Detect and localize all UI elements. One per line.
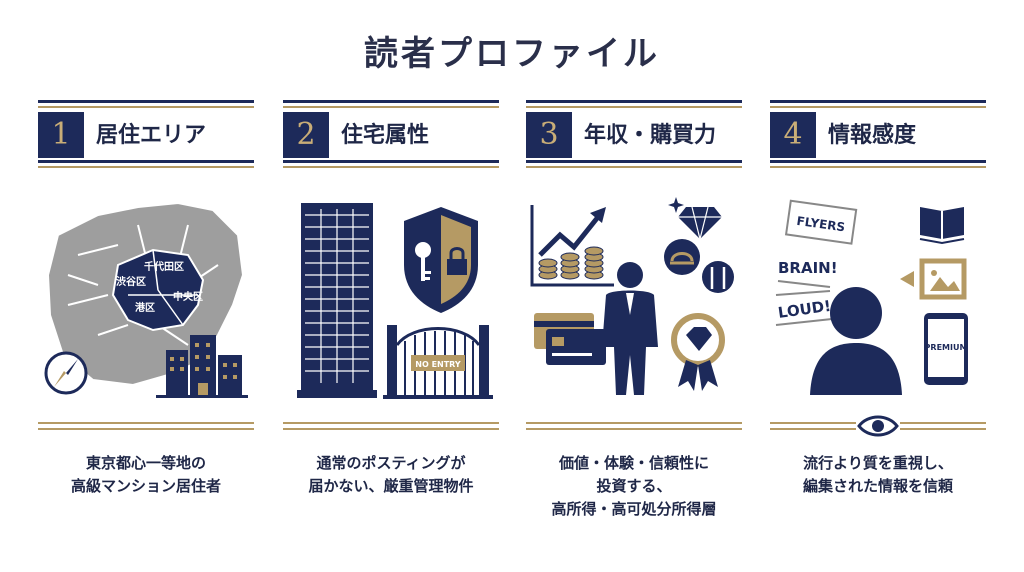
header-rule (770, 160, 986, 163)
reader-body (810, 343, 902, 395)
column-label: 情報感度 (828, 122, 917, 148)
person-head (617, 262, 643, 288)
description-line: 高所得・高可処分所得層 (551, 500, 717, 518)
header-rule-gold (38, 106, 254, 108)
divider (526, 428, 742, 430)
map-label: 中央区 (173, 290, 203, 303)
picture-frame-icon (919, 258, 967, 300)
column-header: 3 年収・購買力 (526, 112, 742, 158)
tower-mansion-icon: NO ENTRY (297, 203, 493, 399)
header-rule-gold (526, 106, 742, 108)
header-rule (526, 160, 742, 163)
chart-axis (530, 205, 614, 287)
column-header: 4 情報感度 (770, 112, 986, 158)
no-entry-text: NO ENTRY (415, 360, 461, 369)
no-entry-sign (411, 355, 465, 371)
column-number: 1 (38, 112, 84, 158)
header-rule (770, 100, 986, 103)
column-label: 居住エリア (96, 122, 207, 148)
column-description: 価値・体験・信頼性に 投資する、 高所得・高可処分所得層 (526, 452, 742, 521)
profile-column-income: 3 年収・購買力 (526, 100, 742, 560)
divider (38, 428, 254, 430)
profile-column-area: 1 居住エリア 千代田区 渋谷区 中央区 港区 (38, 100, 254, 560)
column-header: 1 居住エリア (38, 112, 254, 158)
column-number: 4 (770, 112, 816, 158)
description-line: 投資する、 (596, 477, 672, 495)
column-header: 2 住宅属性 (283, 112, 499, 158)
gate-icon (387, 325, 397, 399)
eye-icon (856, 412, 900, 440)
column-number: 3 (526, 112, 572, 158)
header-rule-gold (283, 166, 499, 168)
wealthy-person-icon (530, 197, 734, 395)
tokyo-map-icon: 千代田区 渋谷区 中央区 港区 (44, 201, 248, 398)
tablet-text: PREMIUM (925, 343, 968, 352)
header-rule-gold (770, 106, 986, 108)
padlock-icon (447, 259, 467, 275)
flyer-word: LOUD! (777, 297, 832, 322)
description-line: 高級マンション居住者 (70, 477, 221, 495)
profile-column-housing: 2 住宅属性 (283, 100, 499, 560)
column-description: 東京都心一等地の 高級マンション居住者 (38, 452, 254, 498)
description-line: 東京都心一等地の (85, 454, 206, 472)
header-rule-gold (526, 166, 742, 168)
column-label: 年収・購買力 (584, 122, 717, 148)
description-line: 届かない、厳重管理物件 (308, 477, 474, 495)
bell-speech-icon (664, 239, 700, 275)
header-rule-gold (283, 106, 499, 108)
header-rule (38, 160, 254, 163)
page-title: 読者プロファイル (364, 34, 660, 74)
divider (526, 422, 742, 424)
dining-icon (702, 261, 734, 293)
reader-silhouette-icon: FLYERS BRAIN! LOUD! PREMIUM (775, 199, 968, 395)
header-rule-gold (770, 166, 986, 168)
description-line: 通常のポスティングが (316, 454, 466, 472)
growth-arrow-icon (538, 215, 600, 257)
column-description: 通常のポスティングが 届かない、厳重管理物件 (283, 452, 499, 498)
credit-card-icon (546, 329, 606, 365)
description-line: 編集された情報を信頼 (802, 477, 953, 495)
column-label: 住宅属性 (341, 122, 430, 148)
header-rule (283, 100, 499, 103)
building-icon (166, 350, 188, 395)
flyer-word: BRAIN! (778, 259, 838, 277)
flyer-icon: FLYERS (784, 199, 858, 245)
divider (283, 428, 499, 430)
diamond-icon (678, 207, 722, 239)
divider (38, 422, 254, 424)
header-rule (38, 100, 254, 103)
building-icon (218, 355, 242, 395)
description-line: 価値・体験・信頼性に (558, 454, 709, 472)
key-icon (415, 242, 431, 258)
profile-column-info-sensitivity: 4 情報感度 FLYERS BRAIN! LOUD! (770, 100, 986, 560)
arrow-left-icon (900, 271, 914, 287)
businessman-icon (602, 290, 658, 395)
column-description: 流行より質を重視し、 編集された情報を信頼 (770, 452, 986, 498)
map-label: 港区 (135, 301, 155, 314)
header-rule-gold (38, 166, 254, 168)
reader-head (830, 287, 882, 339)
description-line: 流行より質を重視し、 (803, 454, 953, 472)
divider (283, 422, 499, 424)
map-label: 千代田区 (144, 260, 184, 273)
header-rule (283, 160, 499, 163)
column-number: 2 (283, 112, 329, 158)
header-rule (526, 100, 742, 103)
flyer-word: FLYERS (796, 214, 846, 235)
map-label: 渋谷区 (116, 275, 146, 288)
